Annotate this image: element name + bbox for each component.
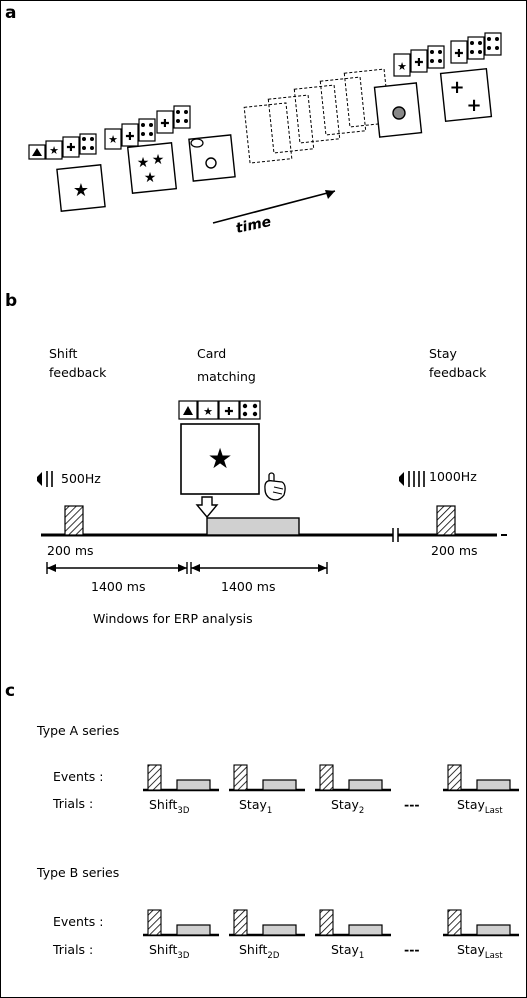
svg-text:✚: ✚ xyxy=(414,56,423,69)
panel-b-label: b xyxy=(5,291,17,311)
tone-500-label: 500Hz xyxy=(61,471,101,486)
series-b-events-label: Events : xyxy=(53,914,104,929)
series-b-trial-2: Shift2D xyxy=(239,942,280,961)
key-cards: ★ ✚ xyxy=(178,400,261,420)
star-icon: ★ xyxy=(207,442,232,475)
down-arrow-icon xyxy=(195,496,219,519)
svg-text:✚: ✚ xyxy=(160,117,169,130)
svg-text:★: ★ xyxy=(108,133,118,146)
series-a-events xyxy=(143,764,519,792)
panel-c-label: c xyxy=(5,681,15,701)
duration-left: 200 ms xyxy=(47,543,94,558)
shift-feedback-line2: feedback xyxy=(49,365,107,380)
time-arrow: time xyxy=(212,190,336,237)
panel-a-label: a xyxy=(5,3,16,23)
series-a-trials-label: Trials : xyxy=(52,796,93,811)
svg-text:✚: ✚ xyxy=(454,47,463,60)
series-b-trial-1: Shift3D xyxy=(149,942,190,961)
time-label: time xyxy=(235,214,273,237)
svg-text:✚: ✚ xyxy=(66,141,75,154)
analysis-windows xyxy=(46,562,328,574)
series-b-trials-label: Trials : xyxy=(52,942,93,957)
dashed-cards xyxy=(243,68,391,164)
trial-card-group-1: ★ ✚ ★ xyxy=(28,133,106,212)
series-a-dots: --- xyxy=(404,797,420,812)
svg-text:★: ★ xyxy=(152,152,165,168)
svg-text:+: + xyxy=(466,95,481,116)
svg-text:✚: ✚ xyxy=(125,130,134,143)
stay-feedback-line2: feedback xyxy=(429,365,487,380)
svg-text:★: ★ xyxy=(137,155,150,171)
star-icon: ★ xyxy=(73,180,89,201)
series-a-title: Type A series xyxy=(36,723,119,738)
series-b-title: Type B series xyxy=(36,865,119,880)
series-b-trial-4: StayLast xyxy=(457,942,503,961)
shift-feedback-line1: Shift xyxy=(49,346,78,361)
card-matching-line2: matching xyxy=(197,369,256,384)
series-a-events-label: Events : xyxy=(53,769,104,784)
stay-feedback-tone-block xyxy=(436,505,456,536)
svg-text:+: + xyxy=(449,77,464,98)
svg-text:✚: ✚ xyxy=(224,405,233,418)
series-a-trial-4: StayLast xyxy=(457,797,503,816)
series-a-trial-1: Shift3D xyxy=(149,797,190,816)
timeline xyxy=(41,505,507,542)
trial-card-group-6: ✚ + + xyxy=(439,32,502,123)
trial-card-group-2: ★ ✚ ★ ★ ★ xyxy=(104,118,178,194)
svg-text:★: ★ xyxy=(203,405,213,418)
trial-card-group-5: ★ ✚ xyxy=(373,45,445,138)
trial-card-group-3: ✚ xyxy=(156,105,236,182)
speaker-icon-500 xyxy=(37,471,53,487)
svg-text:★: ★ xyxy=(144,170,157,186)
windows-caption: Windows for ERP analysis xyxy=(93,611,253,626)
series-b-events xyxy=(143,909,519,937)
card-sequence: ★ ✚ ★ ★ ✚ ★ ★ ★ ✚ xyxy=(28,32,502,212)
svg-text:★: ★ xyxy=(49,144,59,157)
pointing-hand-icon xyxy=(264,472,286,501)
shift-feedback-tone-block xyxy=(64,505,84,536)
svg-text:★: ★ xyxy=(397,60,407,73)
stimulus-card: ★ xyxy=(180,423,260,495)
window-1-label: 1400 ms xyxy=(91,579,145,594)
card-matching-line1: Card xyxy=(197,346,226,361)
window-2-label: 1400 ms xyxy=(221,579,275,594)
stay-feedback-line1: Stay xyxy=(429,346,457,361)
series-a-trial-2: Stay1 xyxy=(239,797,272,816)
series-b-dots: --- xyxy=(404,942,420,957)
duration-right: 200 ms xyxy=(431,543,478,558)
speaker-icon-1000 xyxy=(399,471,425,487)
series-a-trial-3: Stay2 xyxy=(331,797,364,816)
series-b-trial-3: Stay1 xyxy=(331,942,364,961)
card-display-bar xyxy=(206,517,300,536)
tone-1000-label: 1000Hz xyxy=(429,469,477,484)
